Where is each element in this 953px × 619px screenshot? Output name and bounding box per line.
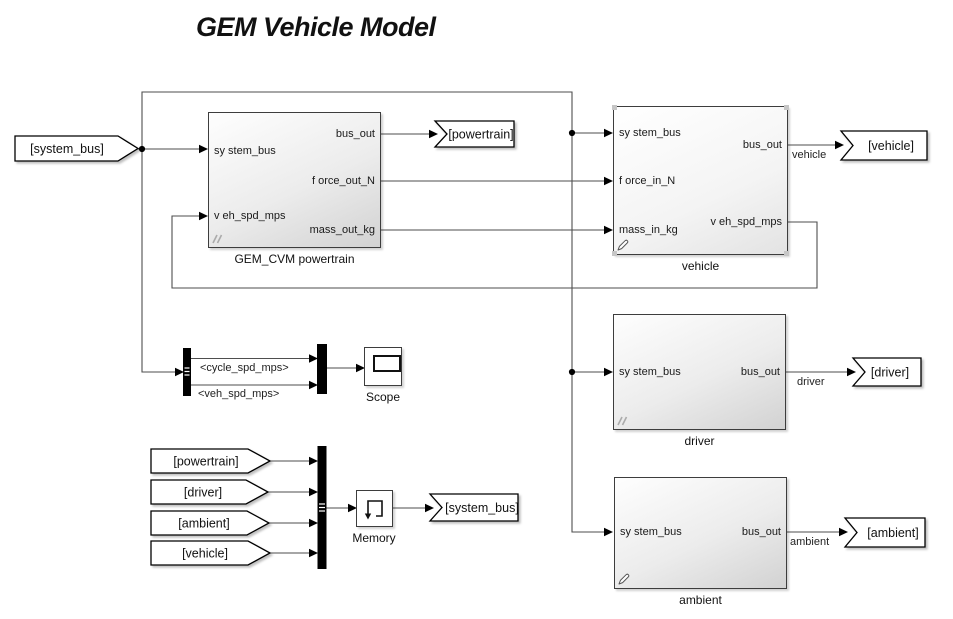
goto-tag-vehicle[interactable]: [vehicle] bbox=[839, 130, 928, 161]
arrowhead bbox=[425, 503, 434, 513]
from-tag-label: [ambient] bbox=[178, 517, 229, 531]
block-caption-scope: Scope bbox=[365, 390, 401, 404]
pencil-link-badge-icon bbox=[618, 573, 630, 585]
port-label-system-bus: sy stem_bus bbox=[214, 145, 276, 157]
memory-loop-icon bbox=[364, 500, 383, 520]
junction-dot bbox=[568, 129, 576, 137]
port-label-force-in-n: f orce_in_N bbox=[619, 175, 676, 187]
from-tag-label: [driver] bbox=[184, 486, 222, 500]
selection-handle[interactable] bbox=[784, 105, 789, 110]
goto-tag-label: [ambient] bbox=[867, 526, 918, 540]
goto-tag-label: [system_bus] bbox=[445, 501, 519, 515]
block-memory[interactable] bbox=[356, 490, 393, 527]
port-label-force-out-n: f orce_out_N bbox=[312, 175, 375, 187]
pencil-link-badge-icon bbox=[617, 239, 629, 251]
selection-handle[interactable] bbox=[784, 251, 789, 256]
port-label-system-bus: sy stem_bus bbox=[619, 127, 681, 139]
bus-selector-block[interactable] bbox=[183, 348, 191, 396]
signal-label-driver: driver bbox=[797, 376, 825, 388]
junction-dot bbox=[568, 368, 576, 376]
arrowhead bbox=[847, 367, 856, 377]
from-tag-label: [powertrain] bbox=[173, 455, 238, 469]
block-caption-ambient: ambient bbox=[679, 593, 722, 607]
arrowhead bbox=[604, 225, 613, 235]
from-tag-system-bus[interactable]: [system_bus] bbox=[14, 135, 140, 162]
arrowhead bbox=[356, 363, 365, 373]
arrowhead bbox=[604, 367, 613, 377]
signal-label-vehicle: vehicle bbox=[792, 149, 827, 161]
from-tag-ambient[interactable]: [ambient] bbox=[150, 510, 271, 536]
arrowhead bbox=[604, 176, 613, 186]
port-label-mass-in-kg: mass_in_kg bbox=[619, 224, 678, 236]
port-label-veh-spd-mps: v eh_spd_mps bbox=[214, 210, 286, 222]
goto-tag-system-bus[interactable]: [system_bus] bbox=[428, 493, 519, 522]
subsystem-badge-icon bbox=[212, 234, 223, 244]
arrowhead bbox=[839, 527, 848, 537]
from-tag-powertrain[interactable]: [powertrain] bbox=[150, 448, 272, 474]
arrowhead bbox=[835, 140, 844, 150]
block-caption-powertrain: GEM_CVM powertrain bbox=[234, 252, 355, 266]
signal-label-ambient: ambient bbox=[790, 536, 830, 548]
goto-tag-label: [driver] bbox=[871, 366, 909, 380]
block-caption-vehicle: vehicle bbox=[681, 259, 720, 273]
goto-tag-powertrain[interactable]: [powertrain] bbox=[433, 120, 515, 148]
arrowhead bbox=[348, 503, 357, 513]
arrowhead bbox=[429, 129, 438, 139]
goto-tag-label: [powertrain] bbox=[448, 128, 513, 142]
junction-dot bbox=[138, 145, 146, 153]
port-label-mass-out-kg: mass_out_kg bbox=[309, 224, 375, 236]
goto-tag-ambient[interactable]: [ambient] bbox=[843, 517, 926, 548]
from-tag-label: [vehicle] bbox=[182, 547, 228, 561]
signal-label-cycle-spd-mps: <cycle_spd_mps> bbox=[200, 362, 289, 374]
port-label-system-bus: sy stem_bus bbox=[619, 366, 681, 378]
arrowhead bbox=[309, 354, 318, 363]
from-tag-driver[interactable]: [driver] bbox=[150, 479, 270, 505]
scope-screen-icon bbox=[373, 355, 401, 372]
arrowhead bbox=[309, 380, 318, 390]
arrowhead bbox=[199, 211, 208, 221]
arrowhead bbox=[309, 487, 318, 497]
port-label-system-bus: sy stem_bus bbox=[620, 526, 682, 538]
selection-handle[interactable] bbox=[612, 105, 617, 110]
arrowhead bbox=[309, 548, 318, 558]
mux-block[interactable] bbox=[317, 344, 327, 394]
port-label-veh-spd-mps: v eh_spd_mps bbox=[710, 216, 782, 228]
arrowhead bbox=[604, 527, 613, 537]
wire-systembus-down[interactable] bbox=[571, 133, 604, 533]
model-title: GEM Vehicle Model bbox=[196, 12, 436, 42]
block-scope[interactable] bbox=[364, 347, 402, 386]
signal-label-veh-spd-mps: <veh_spd_mps> bbox=[198, 388, 280, 400]
arrowhead bbox=[175, 367, 184, 377]
goto-tag-driver[interactable]: [driver] bbox=[851, 357, 922, 387]
port-label-bus-out: bus_out bbox=[335, 128, 375, 140]
arrowhead bbox=[309, 456, 318, 466]
block-driver[interactable]: sy stem_bus bus_out bbox=[613, 314, 786, 430]
wire-vehspd-feedback[interactable] bbox=[171, 215, 818, 289]
block-vehicle[interactable]: sy stem_bus f orce_in_N mass_in_kg bus_o… bbox=[612, 105, 789, 256]
from-tag-label: [system_bus] bbox=[30, 142, 104, 156]
arrowhead bbox=[309, 518, 318, 528]
block-gem-cvm-powertrain[interactable]: sy stem_bus v eh_spd_mps bus_out f orce_… bbox=[208, 112, 381, 248]
port-label-bus-out: bus_out bbox=[740, 366, 780, 378]
from-tag-vehicle[interactable]: [vehicle] bbox=[150, 540, 272, 566]
wire-systembus-selector[interactable] bbox=[141, 149, 175, 373]
arrowhead bbox=[199, 144, 208, 154]
block-ambient[interactable]: sy stem_bus bus_out bbox=[614, 477, 787, 589]
wire-systembus-rail[interactable] bbox=[141, 91, 604, 149]
arrowhead bbox=[604, 128, 613, 138]
bus-creator-block[interactable] bbox=[317, 446, 327, 569]
subsystem-badge-icon bbox=[617, 416, 628, 426]
block-caption-memory: Memory bbox=[352, 531, 396, 545]
goto-tag-label: [vehicle] bbox=[868, 139, 914, 153]
block-caption-driver: driver bbox=[684, 434, 715, 448]
selection-handle[interactable] bbox=[612, 251, 617, 256]
port-label-bus-out: bus_out bbox=[742, 139, 782, 151]
port-label-bus-out: bus_out bbox=[741, 526, 781, 538]
